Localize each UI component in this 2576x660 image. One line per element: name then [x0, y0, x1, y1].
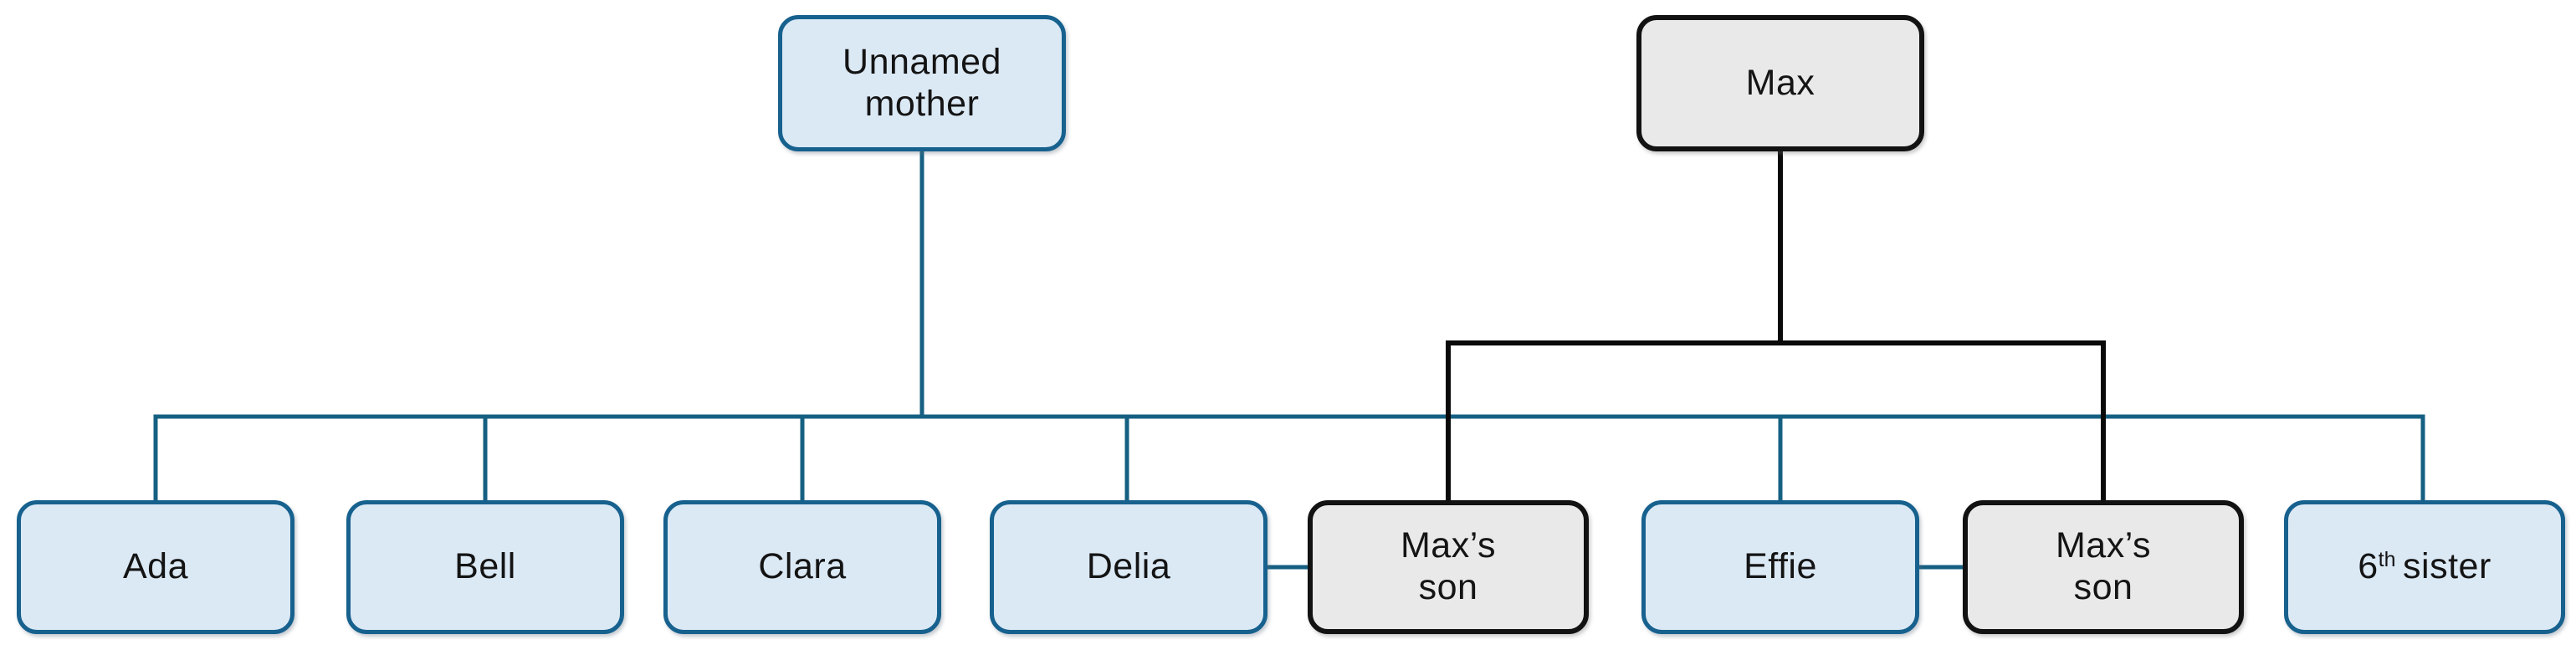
ordinal-suffix: th [2378, 548, 2396, 572]
node-label: Max’s [2055, 525, 2151, 566]
node-max: Max [1636, 15, 1924, 151]
node-label: Clara [758, 546, 847, 587]
node-label: Max [1745, 62, 1815, 103]
mother-children-connectors [153, 151, 2425, 570]
node-label: Ada [122, 546, 188, 587]
node-label: Effie [1744, 546, 1817, 587]
node-label: mother [864, 83, 980, 124]
node-label: 6th sister [2358, 546, 2491, 588]
max-children-connectors [1446, 151, 2106, 500]
node-ada: Ada [17, 500, 294, 634]
ordinal-rest: sister [2403, 546, 2491, 587]
sisters-rail-line [153, 414, 2425, 500]
node-max-son-2: Max’s son [1963, 500, 2244, 634]
node-label: son [1418, 567, 1478, 607]
node-clara: Clara [663, 500, 941, 634]
node-effie: Effie [1641, 500, 1919, 634]
node-label: son [2073, 567, 2133, 607]
max-sons-bracket-line [1446, 340, 2106, 500]
ordinal-number: 6 [2358, 546, 2379, 587]
node-label: Bell [454, 546, 516, 587]
node-delia: Delia [990, 500, 1268, 634]
node-label: Delia [1086, 546, 1171, 587]
node-label: Max’s [1400, 525, 1496, 566]
node-sixth-sister: 6th sister [2284, 500, 2565, 634]
node-max-son-1: Max’s son [1308, 500, 1589, 634]
node-label: Unnamed [842, 41, 1001, 82]
node-bell: Bell [346, 500, 624, 634]
node-unnamed-mother: Unnamed mother [778, 15, 1066, 151]
